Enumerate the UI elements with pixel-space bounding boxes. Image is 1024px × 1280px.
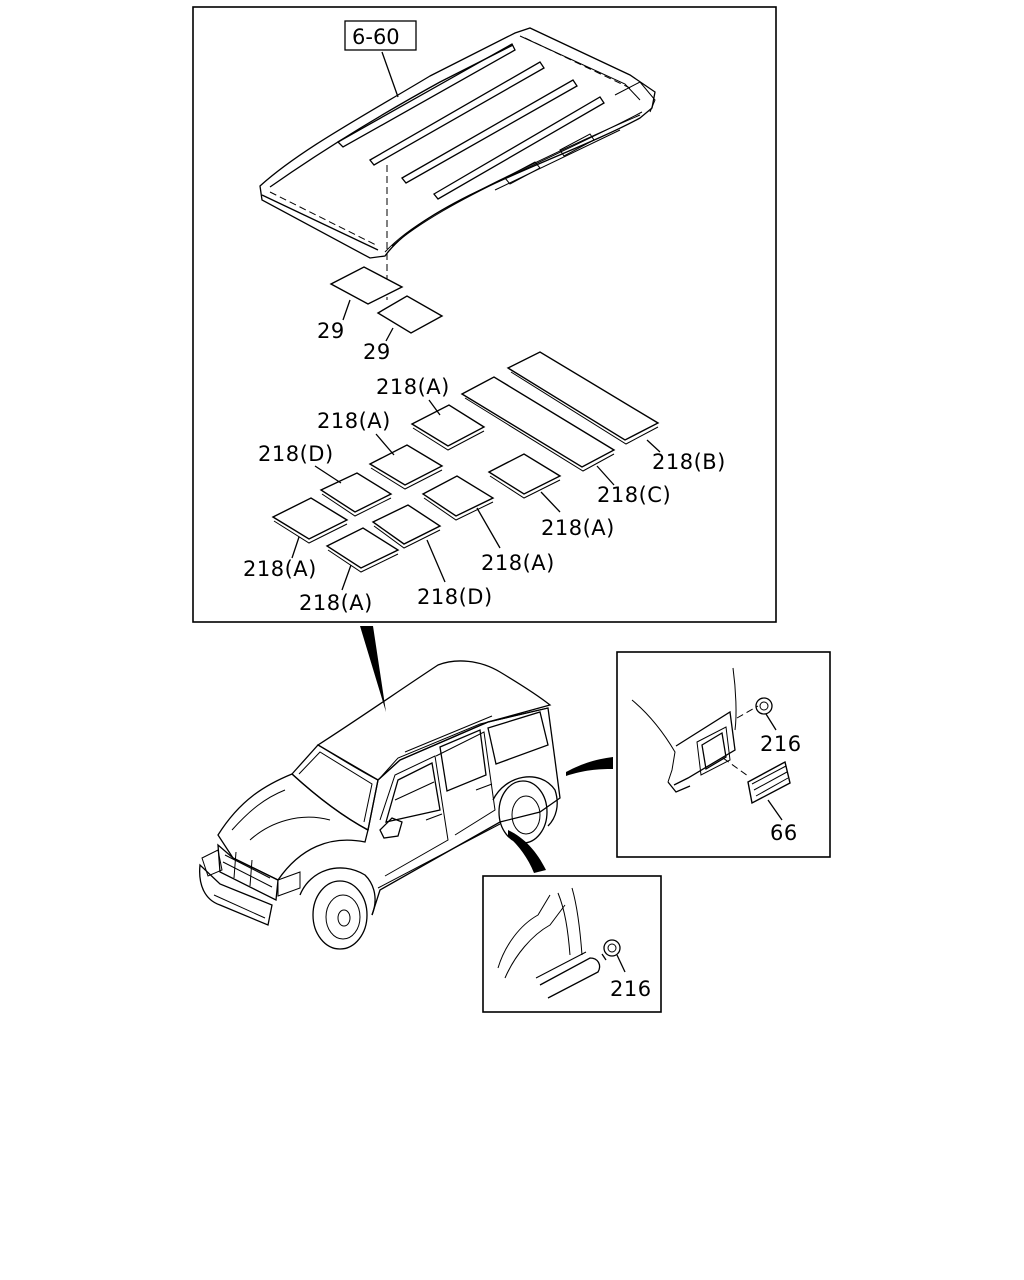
part-label-218a-left[interactable]: 218(A) [243, 557, 317, 581]
suv-illustration [199, 660, 561, 950]
pad-29-right [376, 295, 444, 334]
pad-218a-second [368, 444, 444, 490]
rocker-detail-frame [482, 875, 662, 1013]
reference-label: 6-60 [352, 25, 400, 49]
pad-218b [506, 351, 660, 445]
roof-detail-frame [192, 6, 777, 623]
part-label-216-lower[interactable]: 216 [610, 977, 652, 1001]
part-label-216-upper[interactable]: 216 [760, 732, 802, 756]
part-label-218b[interactable]: 218(B) [652, 450, 726, 474]
side-vent-callout-pointer [566, 757, 613, 776]
pad-218d-lower [371, 504, 442, 549]
pad-218a-right [487, 453, 562, 499]
reference-box[interactable]: 6-60 [344, 20, 417, 51]
pad-218a-top [410, 404, 486, 451]
part-label-218d-upper[interactable]: 218(D) [258, 442, 334, 466]
side-vent-drawing [631, 667, 791, 821]
part-label-66[interactable]: 66 [770, 821, 798, 845]
pad-218c [460, 376, 616, 472]
part-label-29-right[interactable]: 29 [363, 340, 391, 364]
part-label-218a-mid[interactable]: 218(A) [481, 551, 555, 575]
part-label-218d-lower[interactable]: 218(D) [417, 585, 493, 609]
pad-218a-mid [421, 475, 495, 521]
rocker-callout-pointer [508, 830, 546, 873]
side-vent-detail-frame [616, 651, 831, 858]
pad-218a-bottom [325, 527, 400, 573]
part-label-29-left[interactable]: 29 [317, 319, 345, 343]
part-label-218a-second[interactable]: 218(A) [317, 409, 391, 433]
rocker-clip-drawing [497, 887, 626, 999]
pad-29-left [329, 266, 404, 305]
part-label-218a-top[interactable]: 218(A) [376, 375, 450, 399]
part-label-218a-bottom[interactable]: 218(A) [299, 591, 373, 615]
part-label-218a-right[interactable]: 218(A) [541, 516, 615, 540]
part-label-218c[interactable]: 218(C) [597, 483, 671, 507]
roof-panel-drawing [259, 27, 656, 259]
roof-callout-pointer [360, 626, 386, 712]
pad-218a-left [271, 497, 349, 544]
pad-218d-upper [319, 472, 393, 517]
